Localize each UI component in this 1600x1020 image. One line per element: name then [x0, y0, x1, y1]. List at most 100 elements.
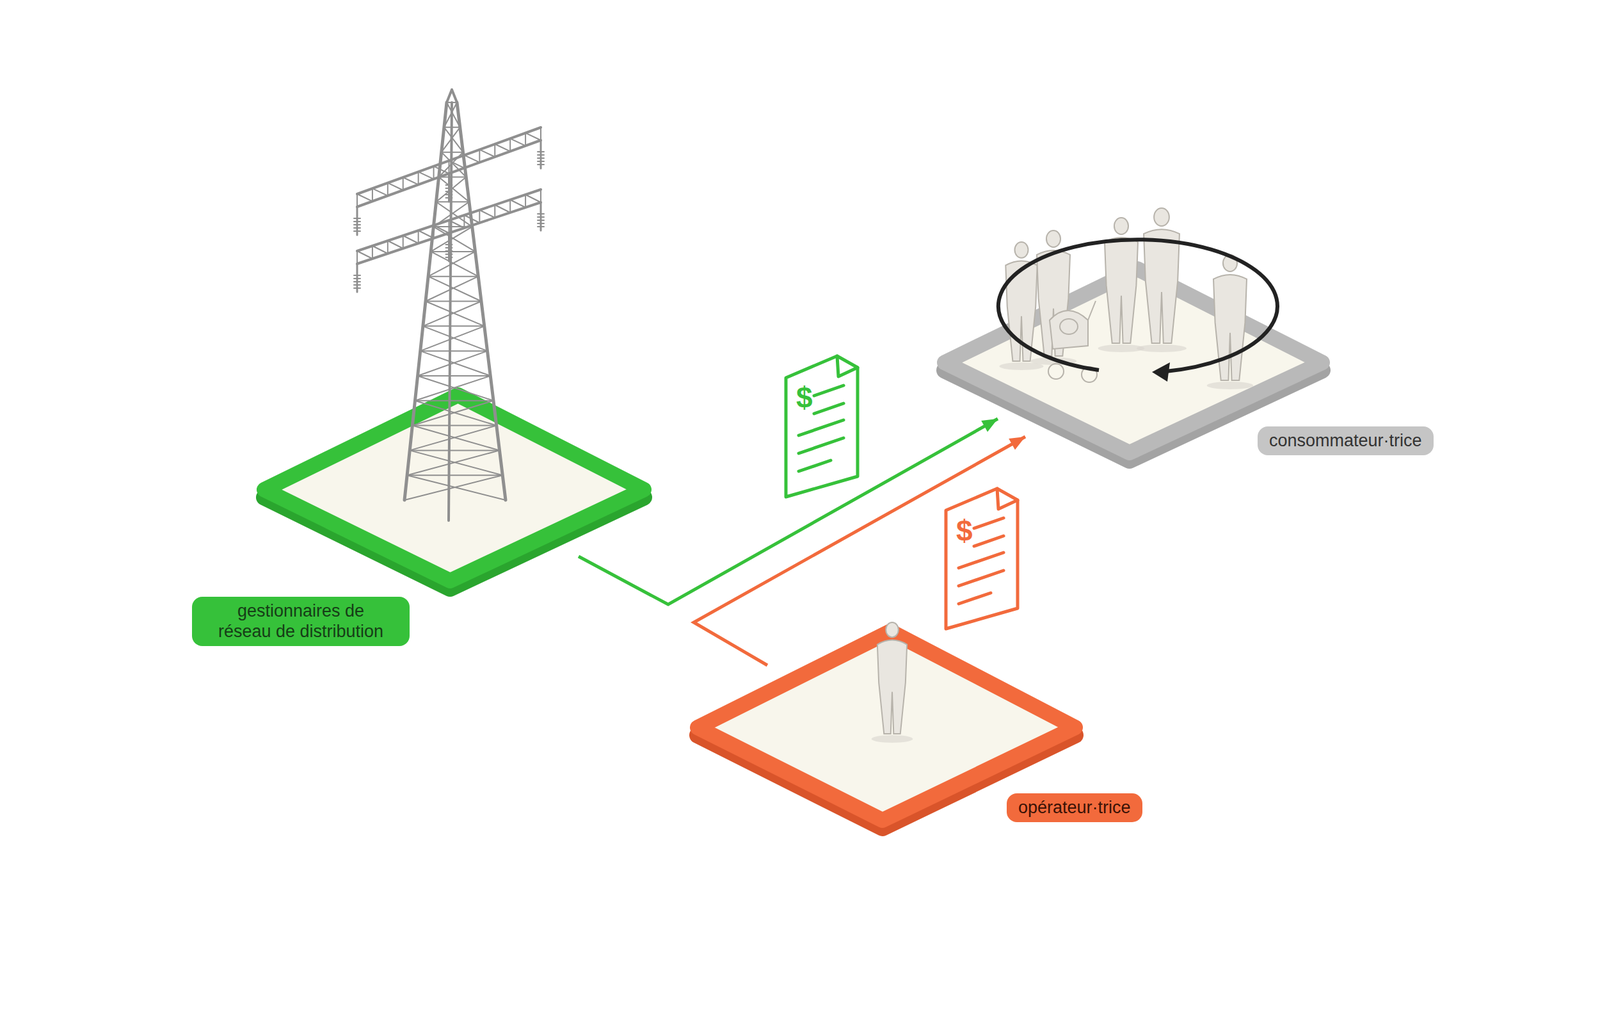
pylon-strut: [403, 177, 419, 185]
pylon-strut: [423, 301, 482, 327]
role-label-text: opérateur·trice: [1018, 796, 1131, 818]
pylon-strut: [537, 151, 544, 153]
pylon-strut: [402, 235, 404, 249]
pylon-strut: [428, 275, 479, 278]
pylon-strut: [417, 171, 420, 185]
pylon-strut: [446, 253, 453, 255]
pylon-strut: [525, 194, 541, 203]
pylon-strut: [464, 154, 480, 162]
pylon-strut: [353, 287, 361, 289]
pylon-strut: [540, 202, 543, 231]
invoice-icon: [785, 355, 858, 497]
pylon-strut: [540, 189, 542, 203]
pylon-strut: [537, 216, 544, 218]
pylon-strut: [357, 189, 541, 251]
pylon-strut: [387, 240, 404, 249]
pylon-strut: [448, 160, 450, 174]
pylon-strut: [444, 126, 461, 128]
pylon-strut: [494, 144, 496, 157]
platform-node: consommateur·trice: [935, 259, 1332, 470]
pylon-strut: [371, 188, 374, 201]
pylon-strut: [537, 163, 544, 166]
pylon-strut: [537, 160, 544, 162]
currency-symbol: $: [796, 382, 813, 413]
pylon-strut: [356, 206, 359, 235]
flow-connector: [693, 436, 1026, 665]
pylon-strut: [540, 140, 543, 169]
pylon-strut: [509, 199, 511, 213]
pylon-strut: [417, 350, 488, 376]
pylon-strut: [540, 127, 542, 141]
pylon-strut: [464, 215, 480, 223]
pylon-strut: [446, 193, 453, 196]
platform-node: opérateur·trice: [688, 622, 1085, 837]
pylon-strut: [446, 184, 453, 186]
pylon-strut: [356, 263, 359, 292]
pylon-strut: [357, 127, 541, 194]
platform-shape: [255, 385, 653, 598]
pylon-strut: [439, 152, 464, 178]
pylon-strut: [353, 220, 361, 223]
pylon-strut: [353, 280, 361, 283]
pylon-strut: [446, 102, 461, 128]
pylon-strut: [446, 190, 453, 192]
pylon-strut: [524, 194, 527, 208]
pylon-strut: [357, 202, 541, 264]
flow-connector: [578, 418, 998, 605]
pylon-strut: [417, 375, 491, 377]
pylon-strut: [494, 204, 511, 213]
pylon-strut: [372, 245, 388, 254]
pylon-strut: [444, 102, 457, 128]
pylon-strut: [537, 213, 544, 215]
pylon-strut: [430, 251, 479, 277]
pylon-strut: [439, 176, 470, 202]
pylon-strut: [357, 140, 541, 207]
connector-line: [693, 436, 1026, 665]
currency-symbol: $: [956, 515, 973, 546]
role-label-text: consommateur·trice: [1269, 430, 1423, 451]
role-label: opérateur·trice: [1006, 792, 1143, 822]
role-label: consommateur·trice: [1257, 426, 1434, 456]
pylon-strut: [402, 177, 404, 191]
pylon-strut: [433, 166, 450, 174]
pylon-strut: [510, 138, 526, 146]
pylon-strut: [441, 152, 467, 178]
pylon-strut: [425, 300, 482, 303]
pylon-strut: [449, 160, 465, 168]
pylon-strut: [509, 138, 511, 152]
pylon-strut: [451, 89, 457, 103]
pylon-strut: [537, 219, 544, 221]
pylon-strut: [463, 154, 465, 168]
pylon-strut: [436, 201, 473, 227]
pylon-strut: [446, 250, 453, 252]
platform-node: gestionnaires de réseau de distribution: [255, 385, 653, 598]
pylon-strut: [418, 171, 434, 179]
pylon-strut: [446, 247, 453, 249]
pylon-strut: [446, 89, 452, 103]
pylon-strut: [372, 188, 388, 196]
pylon-strut: [446, 101, 457, 104]
pylon-strut: [356, 193, 358, 207]
pylon-strut: [353, 217, 361, 219]
pylon-strut: [463, 215, 465, 228]
pylon-strut: [444, 127, 464, 153]
pylon-strut: [356, 250, 358, 264]
pylon-strut: [494, 204, 496, 218]
pylon-strut: [446, 256, 453, 258]
pylon-strut: [353, 230, 361, 232]
pylon-strut: [428, 251, 475, 277]
pylon-strut: [387, 240, 389, 254]
pylon-strut: [537, 225, 544, 228]
pylon-strut: [353, 224, 361, 226]
pylon-strut: [441, 127, 461, 153]
arrowhead: [981, 418, 998, 432]
pylon-strut: [387, 183, 389, 196]
pylon-strut: [357, 250, 373, 259]
pylon-strut: [446, 243, 453, 246]
pylon-strut: [418, 230, 434, 239]
pylon-strut: [494, 144, 511, 152]
pylon-strut: [353, 227, 361, 229]
pylon-strut: [448, 220, 450, 233]
pylon-strut: [417, 230, 420, 244]
